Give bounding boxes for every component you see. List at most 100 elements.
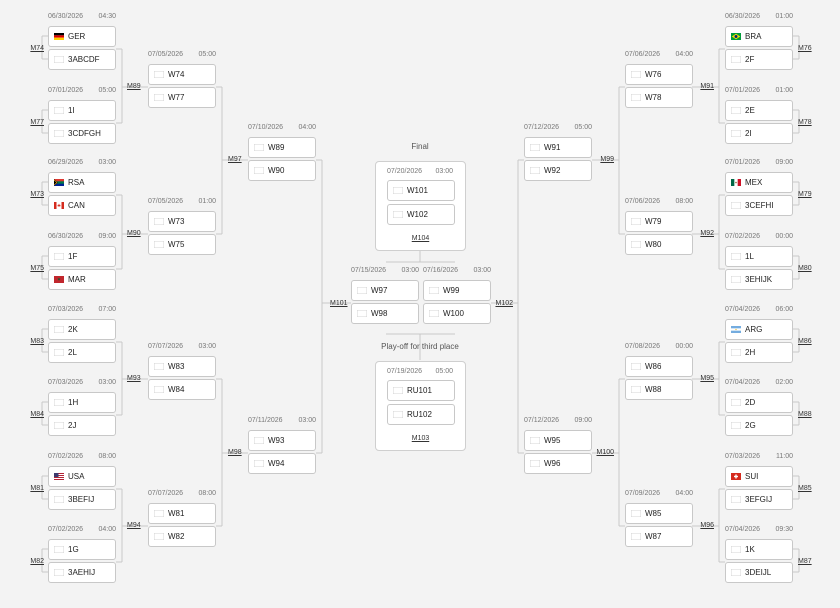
team-slot[interactable]: 3DEIJL: [725, 562, 793, 583]
team-slot[interactable]: W94: [248, 453, 316, 474]
match-link-m74[interactable]: M74: [30, 45, 44, 52]
match-link-m90[interactable]: M90: [127, 230, 141, 237]
match-link-m102[interactable]: M102: [495, 300, 513, 307]
match-link-m101[interactable]: M101: [330, 300, 348, 307]
match-link-m97[interactable]: M97: [228, 156, 242, 163]
match-link-m95[interactable]: M95: [700, 375, 714, 382]
team-slot[interactable]: 2G: [725, 415, 793, 436]
team-slot[interactable]: W87: [625, 526, 693, 547]
team-slot[interactable]: 3AEHIJ: [48, 562, 116, 583]
third-place-match-card[interactable]: 07/19/2026 05:00 RU101 RU102 M103: [375, 361, 466, 451]
team-slot[interactable]: W92: [524, 160, 592, 181]
team-slot[interactable]: 2H: [725, 342, 793, 363]
match-link-m96[interactable]: M96: [700, 522, 714, 529]
team-slot[interactable]: RSA: [48, 172, 116, 193]
team-slot[interactable]: W75: [148, 234, 216, 255]
match-link-m79[interactable]: M79: [798, 191, 812, 198]
team-slot[interactable]: W98: [351, 303, 419, 324]
team-slot[interactable]: W74: [148, 64, 216, 85]
team-slot[interactable]: W86: [625, 356, 693, 377]
team-slot[interactable]: BRA: [725, 26, 793, 47]
team-slot[interactable]: 2K: [48, 319, 116, 340]
team-slot[interactable]: ARG: [725, 319, 793, 340]
team-slot[interactable]: 3CDFGH: [48, 123, 116, 144]
team-slot[interactable]: 2J: [48, 415, 116, 436]
team-slot[interactable]: W99: [423, 280, 491, 301]
team-slot[interactable]: 1I: [48, 100, 116, 121]
match-link-m100[interactable]: M100: [596, 449, 614, 456]
team-slot[interactable]: 1L: [725, 246, 793, 267]
team-slot[interactable]: W83: [148, 356, 216, 377]
team-slot[interactable]: 3CEFHI: [725, 195, 793, 216]
team-slot[interactable]: 1G: [48, 539, 116, 560]
match-link-m88[interactable]: M88: [798, 411, 812, 418]
team-slot[interactable]: W91: [524, 137, 592, 158]
match-link-m91[interactable]: M91: [700, 83, 714, 90]
match-link-m103[interactable]: M103: [411, 435, 430, 442]
team-slot[interactable]: W84: [148, 379, 216, 400]
match-link-m92[interactable]: M92: [700, 230, 714, 237]
team-slot[interactable]: W93: [248, 430, 316, 451]
team-slot[interactable]: W73: [148, 211, 216, 232]
team-slot[interactable]: W95: [524, 430, 592, 451]
final-slot-1[interactable]: W101: [387, 180, 455, 201]
team-slot[interactable]: MAR: [48, 269, 116, 290]
team-slot[interactable]: W76: [625, 64, 693, 85]
match-link-m73[interactable]: M73: [30, 191, 44, 198]
match-link-m89[interactable]: M89: [127, 83, 141, 90]
team-slot[interactable]: 3EHIJK: [725, 269, 793, 290]
final-slot-2[interactable]: W102: [387, 204, 455, 225]
team-slot[interactable]: W96: [524, 453, 592, 474]
match-link-m82[interactable]: M82: [30, 558, 44, 565]
team-slot[interactable]: W80: [625, 234, 693, 255]
team-slot[interactable]: W82: [148, 526, 216, 547]
match-link-m84[interactable]: M84: [30, 411, 44, 418]
match-link-m99[interactable]: M99: [600, 156, 614, 163]
team-slot[interactable]: 3EFGIJ: [725, 489, 793, 510]
match-link-m81[interactable]: M81: [30, 485, 44, 492]
match-link-m98[interactable]: M98: [228, 449, 242, 456]
match-link-m93[interactable]: M93: [127, 375, 141, 382]
team-slot[interactable]: SUI: [725, 466, 793, 487]
team-slot[interactable]: W97: [351, 280, 419, 301]
match-link-m94[interactable]: M94: [127, 522, 141, 529]
match-link-m87[interactable]: M87: [798, 558, 812, 565]
match-link-m78[interactable]: M78: [798, 119, 812, 126]
team-slot[interactable]: W78: [625, 87, 693, 108]
team-slot[interactable]: W89: [248, 137, 316, 158]
match-link-m75[interactable]: M75: [30, 265, 44, 272]
team-slot[interactable]: W88: [625, 379, 693, 400]
team-slot[interactable]: 2F: [725, 49, 793, 70]
team-slot[interactable]: W90: [248, 160, 316, 181]
team-slot[interactable]: CAN: [48, 195, 116, 216]
team-slot[interactable]: W100: [423, 303, 491, 324]
team-slot[interactable]: 3BEFIJ: [48, 489, 116, 510]
team-slot[interactable]: 1F: [48, 246, 116, 267]
team-slot[interactable]: W85: [625, 503, 693, 524]
match-link-m85[interactable]: M85: [798, 485, 812, 492]
